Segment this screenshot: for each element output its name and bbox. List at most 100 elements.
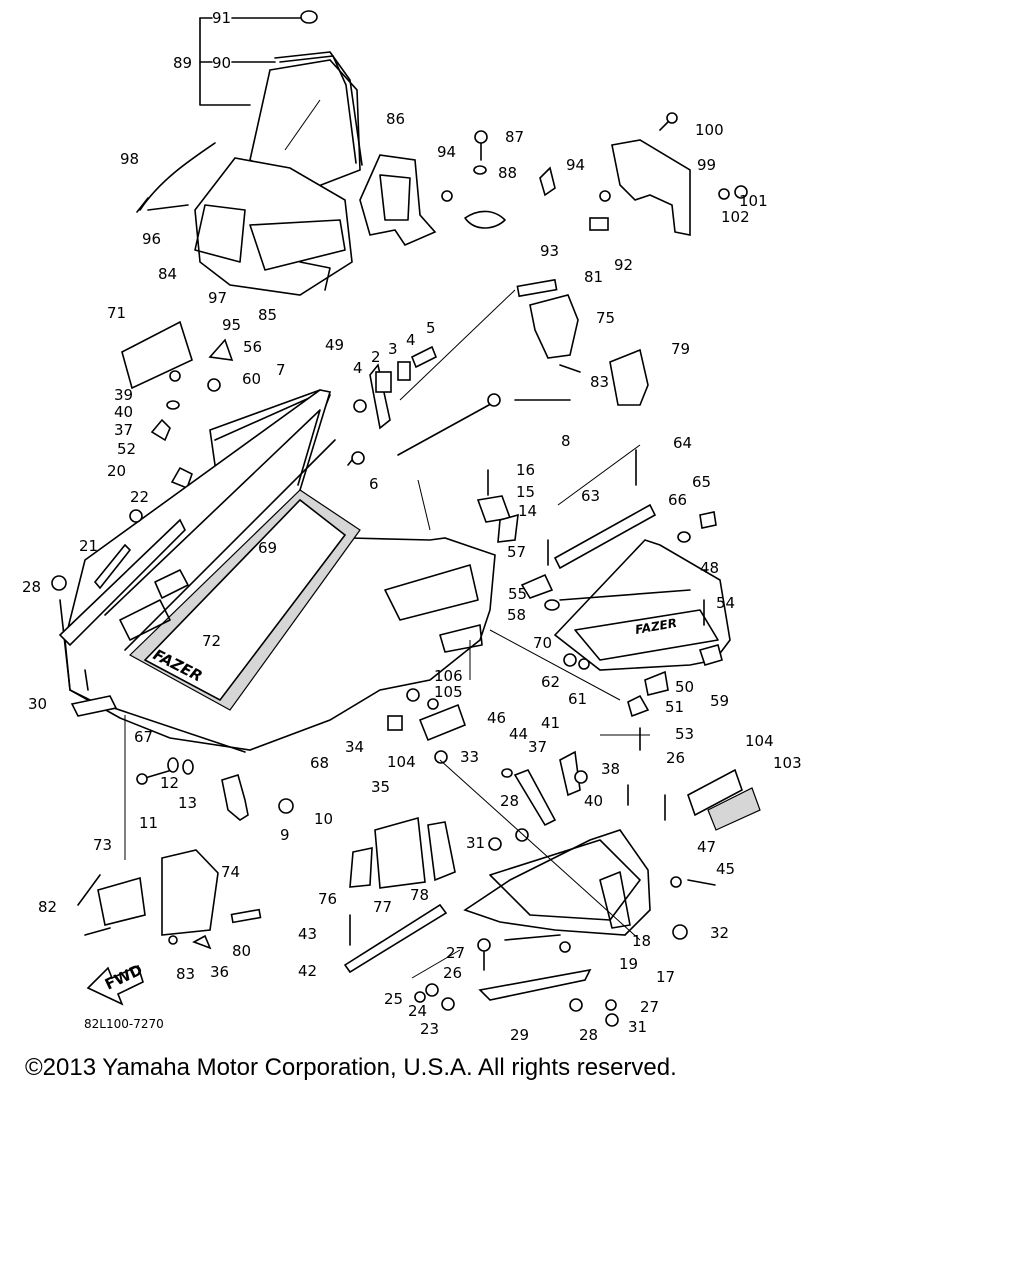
callout: 4 [353, 359, 363, 377]
callout: 75 [596, 309, 615, 327]
callout: 92 [614, 256, 633, 274]
callout: 94 [566, 156, 585, 174]
lower-cowl [463, 829, 651, 1001]
callout: 8 [561, 432, 571, 450]
callout: 95 [222, 316, 241, 334]
callout: 33 [460, 748, 479, 766]
callout: 29 [510, 1026, 529, 1044]
callout: 54 [716, 594, 735, 612]
callout: 22 [130, 488, 149, 506]
callout-labels: 91 89 90 86 87 88 94 93 100 99 94 92 102… [22, 9, 802, 1044]
callout: 101 [739, 192, 768, 210]
callout: 39 [114, 386, 133, 404]
callout: 106 [434, 667, 463, 685]
callout: 63 [581, 487, 600, 505]
callout: 28 [22, 578, 41, 596]
callout: 44 [509, 725, 528, 743]
panels-lower [77, 816, 456, 950]
callout: 71 [107, 304, 126, 322]
callout: 38 [601, 760, 620, 778]
callout: 64 [673, 434, 692, 452]
callout: 28 [579, 1026, 598, 1044]
callout: 9 [280, 826, 290, 844]
callout: 62 [541, 673, 560, 691]
panel-71 [121, 320, 234, 490]
panel-75 [516, 278, 649, 406]
callout: 7 [276, 361, 286, 379]
side-rail-left [51, 509, 186, 647]
callout: 70 [533, 634, 552, 652]
callout: 79 [671, 340, 690, 358]
callout: 13 [178, 794, 197, 812]
callout: 19 [619, 955, 638, 973]
callout: 48 [700, 559, 719, 577]
callout: 83 [590, 373, 609, 391]
bracket-42 [343, 750, 666, 974]
callout: 18 [632, 932, 651, 950]
callout: 37 [528, 738, 547, 756]
parts-right [563, 599, 723, 751]
parts-center [476, 469, 560, 611]
parts-lower-center [387, 688, 467, 764]
leader-lines [124, 289, 650, 979]
callout: 76 [318, 890, 337, 908]
callout: 57 [507, 543, 526, 561]
callout: 27 [446, 944, 465, 962]
rod-8 [347, 345, 571, 466]
callout: 105 [434, 683, 463, 701]
callout: 80 [232, 942, 251, 960]
callout: 16 [516, 461, 535, 479]
callout: 40 [114, 403, 133, 421]
callout: 31 [628, 1018, 647, 1036]
callout: 36 [210, 963, 229, 981]
parts-lower-left [70, 695, 294, 821]
callout: 20 [107, 462, 126, 480]
callout: 81 [584, 268, 603, 286]
callout: 24 [408, 1002, 427, 1020]
callout: 89 [173, 54, 192, 72]
callout: 59 [710, 692, 729, 710]
callout: 26 [443, 964, 462, 982]
callout: 102 [721, 208, 750, 226]
callout: 85 [258, 306, 277, 324]
callout: 65 [692, 473, 711, 491]
callout: 25 [384, 990, 403, 1008]
callout: 94 [437, 143, 456, 161]
callout: 50 [675, 678, 694, 696]
fwd-arrow-icon [86, 964, 144, 1006]
callout: 37 [114, 421, 133, 439]
callout: 5 [426, 319, 436, 337]
callout: 104 [745, 732, 774, 750]
callout: 51 [665, 698, 684, 716]
callout: 40 [584, 792, 603, 810]
callout: 90 [212, 54, 231, 72]
callout: 93 [540, 242, 559, 260]
callout: 2 [371, 348, 381, 366]
callout: 86 [386, 110, 405, 128]
plates-103-104 [687, 768, 761, 831]
callout: 11 [139, 814, 158, 832]
upper-fairing [59, 389, 496, 753]
fasteners-lower-right [414, 828, 716, 1027]
callout: 31 [466, 834, 485, 852]
callout: 98 [120, 150, 139, 168]
callout: 27 [640, 998, 659, 1016]
callout: 47 [697, 838, 716, 856]
callout: 35 [371, 778, 390, 796]
callout: 96 [142, 230, 161, 248]
callout: 34 [345, 738, 364, 756]
callout: 30 [28, 695, 47, 713]
callout: 77 [373, 898, 392, 916]
callout: 12 [160, 774, 179, 792]
callout: 67 [134, 728, 153, 746]
callout: 72 [202, 632, 221, 650]
callout: 61 [568, 690, 587, 708]
callout: 91 [212, 9, 231, 27]
callout: 21 [79, 537, 98, 555]
callout: 17 [656, 968, 675, 986]
callout: 68 [310, 754, 329, 772]
callout: 43 [298, 925, 317, 943]
callout: 15 [516, 483, 535, 501]
windshield [199, 10, 363, 191]
bracket-63 [553, 449, 717, 570]
